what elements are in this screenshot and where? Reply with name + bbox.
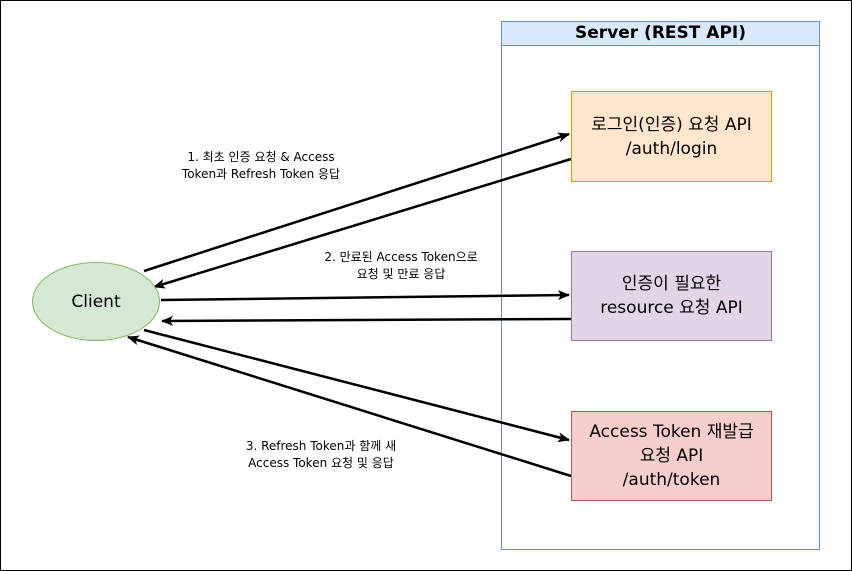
arrow-client-to-resource — [160, 290, 570, 302]
flow-label-2-line2: 요청 및 만료 응답 — [356, 267, 446, 281]
client-node: Client — [32, 262, 160, 341]
token-api-line2: 요청 API — [639, 446, 704, 466]
arrow-client-to-login — [143, 132, 570, 273]
flow-label-3: 3. Refresh Token과 함께 새 Access Token 요청 및… — [245, 438, 397, 472]
token-api-line1: Access Token 재발급 — [589, 422, 754, 442]
flow-label-3-line1: 3. Refresh Token과 함께 새 — [245, 439, 397, 453]
flow-label-3-line2: Access Token 요청 및 응답 — [248, 456, 394, 470]
resource-api-line2: resource 요청 API — [600, 298, 743, 318]
resource-api-line1: 인증이 필요한 — [621, 274, 722, 294]
arrow-client-to-token — [143, 328, 570, 443]
login-api-title: 로그인(인증) 요청 API — [591, 114, 752, 135]
flow-label-1-line2: Token과 Refresh Token 응답 — [181, 167, 341, 181]
login-api-box: 로그인(인증) 요청 API /auth/login — [571, 91, 772, 182]
flow-label-2: 2. 만료된 Access Token으로 요청 및 만료 응답 — [324, 249, 478, 283]
token-api-path: /auth/token — [622, 470, 721, 490]
arrow-token-to-client — [127, 335, 572, 478]
client-label: Client — [71, 291, 121, 312]
flow-label-1-line1: 1. 최초 인증 요청 & Access — [187, 150, 335, 164]
login-api-path: /auth/login — [625, 138, 718, 159]
server-title: Server (REST API) — [502, 22, 819, 46]
token-api-box: Access Token 재발급 요청 API /auth/token — [571, 411, 772, 501]
flow-label-1: 1. 최초 인증 요청 & Access Token과 Refresh Toke… — [181, 149, 341, 183]
arrow-resource-to-client — [161, 315, 572, 326]
flow-label-2-line1: 2. 만료된 Access Token으로 — [324, 250, 478, 264]
arrow-login-to-client — [153, 157, 572, 289]
resource-api-box: 인증이 필요한 resource 요청 API — [571, 251, 772, 341]
